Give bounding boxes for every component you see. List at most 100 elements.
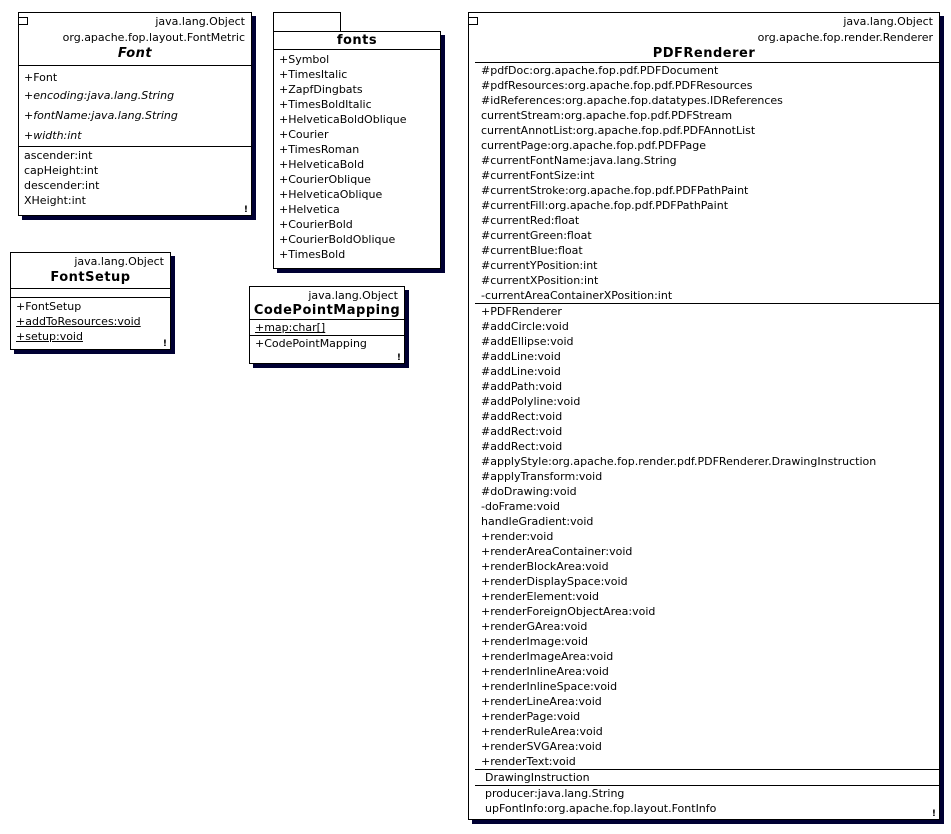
extra-attribute: producer:java.lang.String: [485, 787, 625, 800]
pdfrenderer-attribute: #pdfResources:org.apache.fop.pdf.PDFReso…: [481, 79, 753, 92]
font-attribute: capHeight:int: [24, 164, 99, 177]
pdfrenderer-attribute: #currentBlue:float: [481, 244, 583, 257]
exclaim-icon: !: [931, 809, 936, 819]
codepoint-method: +CodePointMapping: [255, 337, 367, 350]
pdfrenderer-method: #addLine:void: [481, 365, 561, 378]
fonts-item: +CourierBold: [279, 218, 353, 231]
pdfrenderer-method: #addCircle:void: [481, 320, 569, 333]
fonts-item: +HelveticaBoldOblique: [279, 113, 407, 126]
fontsetup-separator: [11, 288, 170, 297]
pdfrenderer-method: #addRect:void: [481, 440, 563, 453]
codepointmapping-class-box[interactable]: java.lang.Object CodePointMapping +map:c…: [249, 286, 405, 364]
inner-class-item: DrawingInstruction: [485, 771, 590, 784]
pdfrenderer-method: +renderInlineSpace:void: [481, 680, 618, 693]
font-member: +encoding:java.lang.String: [24, 89, 175, 102]
pdfrenderer-method: +renderElement:void: [481, 590, 600, 603]
pdfrenderer-method: #applyTransform:void: [481, 470, 603, 483]
fontsetup-method: +FontSetup: [16, 300, 82, 313]
font-class-title: Font: [117, 46, 153, 61]
fonts-item: +TimesRoman: [279, 143, 360, 156]
pdfrenderer-method: #addRect:void: [481, 425, 563, 438]
pdfrenderer-attribute: #currentRed:float: [481, 214, 580, 227]
class-tab-icon: [468, 17, 478, 25]
fonts-item: +Symbol: [279, 53, 330, 66]
fontsetup-method: +setup:void: [16, 330, 83, 343]
font-member: +fontName:java.lang.String: [24, 109, 178, 122]
extra-attribute: upFontInfo:org.apache.fop.layout.FontInf…: [485, 802, 717, 815]
pdfrenderer-attribute: #currentFontSize:int: [481, 169, 595, 182]
codepoint-class-title: CodePointMapping: [253, 303, 401, 318]
pdfrenderer-method: +renderGArea:void: [481, 620, 588, 633]
fonts-item: +Helvetica: [279, 203, 340, 216]
font-separator: +Font +encoding:java.lang.String +fontNa…: [19, 65, 251, 146]
pdfrenderer-attribute: #currentXPosition:int: [481, 274, 599, 287]
pdfrenderer-attribute: currentPage:org.apache.fop.pdf.PDFPage: [481, 139, 706, 152]
font-member: +width:int: [24, 129, 82, 142]
codepoint-methods: +CodePointMapping: [250, 335, 404, 351]
fonts-item: +Courier: [279, 128, 329, 141]
pdfrenderer-method: -doFrame:void: [481, 500, 560, 513]
pdfrenderer-method: #addLine:void: [481, 350, 561, 363]
pdfrenderer-method: +renderSVGArea:void: [481, 740, 602, 753]
fonts-item: +CourierOblique: [279, 173, 371, 186]
fonts-item: +TimesItalic: [279, 68, 348, 81]
fonts-item: +TimesBoldItalic: [279, 98, 372, 111]
pdfrenderer-attribute: #currentYPosition:int: [481, 259, 598, 272]
pdfrenderer-superclass: java.lang.Object: [843, 15, 933, 28]
font-attribute: XHeight:int: [24, 194, 86, 207]
fonts-item: +ZapfDingbats: [279, 83, 363, 96]
pdfrenderer-attribute: currentStream:org.apache.fop.pdf.PDFStre…: [481, 109, 733, 122]
pdfrenderer-extra-attributes: producer:java.lang.String upFontInfo:org…: [475, 785, 939, 816]
font-attribute: descender:int: [24, 179, 100, 192]
pdfrenderer-method: +PDFRenderer: [481, 305, 562, 318]
fontsetup-class-box[interactable]: java.lang.Object FontSetup +FontSetup +a…: [10, 252, 171, 350]
pdfrenderer-method: #addRect:void: [481, 410, 563, 423]
pdfrenderer-method: #doDrawing:void: [481, 485, 577, 498]
fontsetup-method: +addToResources:void: [16, 315, 141, 328]
fonts-package-body: fonts +Symbol +TimesItalic +ZapfDingbats…: [273, 31, 441, 269]
pdfrenderer-superclass-2: org.apache.fop.render.Renderer: [757, 31, 933, 44]
fonts-package-items: +Symbol +TimesItalic +ZapfDingbats +Time…: [274, 49, 440, 262]
pdfrenderer-method: +renderAreaContainer:void: [481, 545, 633, 558]
pdfrenderer-attribute: #currentFontName:java.lang.String: [481, 154, 677, 167]
fonts-package[interactable]: fonts +Symbol +TimesItalic +ZapfDingbats…: [273, 12, 443, 272]
font-superclass: java.lang.Object: [155, 15, 245, 28]
pdfrenderer-attribute: #pdfDoc:org.apache.fop.pdf.PDFDocument: [481, 64, 719, 77]
pdfrenderer-methods: +PDFRenderer #addCircle:void #addEllipse:v…: [475, 303, 939, 769]
pdfrenderer-method: +renderRuleArea:void: [481, 725, 603, 738]
fonts-item: +HelveticaBold: [279, 158, 365, 171]
pdfrenderer-attribute: currentAnnotList:org.apache.fop.pdf.PDFA…: [481, 124, 756, 137]
pdfrenderer-method: +renderDisplaySpace:void: [481, 575, 628, 588]
pdfrenderer-attribute: #idReferences:org.apache.fop.datatypes.I…: [481, 94, 783, 107]
fontsetup-methods: +FontSetup +addToResources:void +setup:v…: [11, 297, 170, 344]
fonts-item: +CourierBoldOblique: [279, 233, 396, 246]
pdfrenderer-inner-classes: DrawingInstruction: [475, 769, 939, 785]
pdfrenderer-attribute: #currentStroke:org.apache.fop.pdf.PDFPat…: [481, 184, 749, 197]
pdfrenderer-method: +renderPage:void: [481, 710, 581, 723]
codepoint-superclass: java.lang.Object: [308, 289, 398, 302]
pdfrenderer-method: #addPolyline:void: [481, 395, 581, 408]
pdfrenderer-class-box[interactable]: java.lang.Object org.apache.fop.render.R…: [468, 12, 940, 820]
pdfrenderer-attribute: -currentAreaContainerXPosition:int: [481, 289, 673, 302]
font-class-box[interactable]: java.lang.Object org.apache.fop.layout.F…: [18, 12, 252, 216]
fonts-item: +TimesBold: [279, 248, 346, 261]
pdfrenderer-method: #addPath:void: [481, 380, 563, 393]
font-attributes: ascender:int capHeight:int descender:int…: [19, 146, 251, 208]
pdfrenderer-method: +renderImage:void: [481, 635, 588, 648]
fonts-item: +HelveticaOblique: [279, 188, 383, 201]
exclaim-icon: !: [243, 205, 248, 215]
font-attribute: ascender:int: [24, 149, 93, 162]
pdfrenderer-attribute: #currentFill:org.apache.fop.pdf.PDFPathP…: [481, 199, 729, 212]
exclaim-icon: !: [396, 353, 401, 363]
pdfrenderer-method: +renderLineArea:void: [481, 695, 602, 708]
pdfrenderer-method: +renderForeignObjectArea:void: [481, 605, 656, 618]
exclaim-icon: !: [162, 339, 167, 349]
font-superclass-2: org.apache.fop.layout.FontMetric: [62, 31, 245, 44]
pdfrenderer-method: +renderInlineArea:void: [481, 665, 609, 678]
pdfrenderer-class-title: PDFRenderer: [652, 46, 756, 61]
fontsetup-superclass: java.lang.Object: [74, 255, 164, 268]
font-constructor: +Font: [24, 71, 58, 84]
fontsetup-class-title: FontSetup: [50, 270, 131, 285]
pdfrenderer-method: #addEllipse:void: [481, 335, 574, 348]
class-tab-icon: [18, 17, 28, 25]
